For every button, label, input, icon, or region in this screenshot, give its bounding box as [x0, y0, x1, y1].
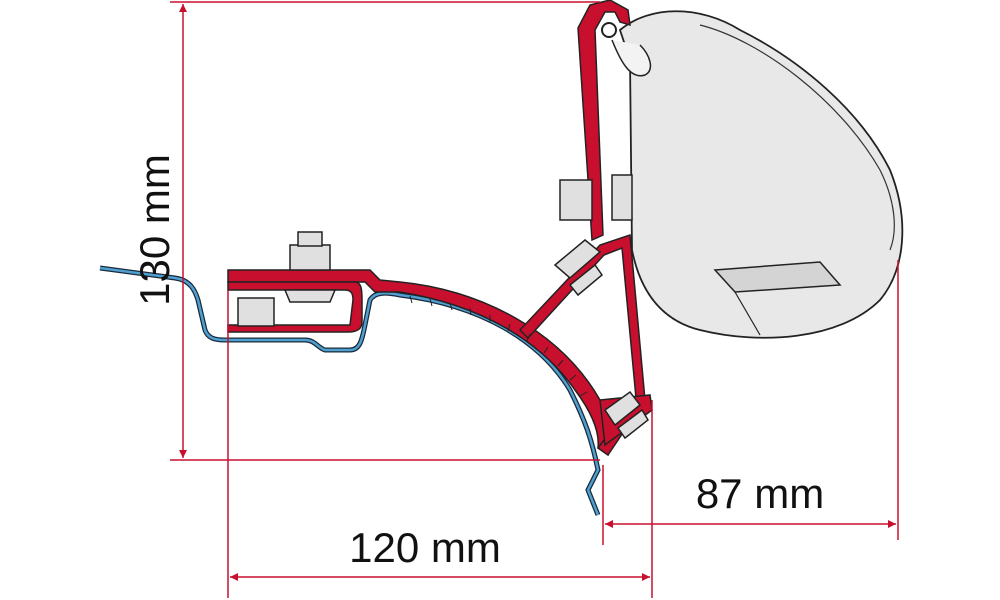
- clamp-lower-2: [616, 408, 649, 440]
- height-dimension-label: 130 mm: [131, 154, 178, 306]
- width-dimension-label: 120 mm: [349, 524, 501, 571]
- washer: [283, 289, 337, 303]
- offset-dimension-label: 87 mm: [695, 470, 825, 517]
- clamp-upper-2: [568, 263, 604, 297]
- bolts: [237, 174, 649, 440]
- bolt-head-upper: [559, 179, 593, 221]
- hook-pin: [601, 22, 617, 38]
- bolt-tip: [297, 231, 323, 247]
- clamp-lower: [603, 390, 642, 427]
- nut-upper: [611, 174, 633, 221]
- bolt-head: [289, 244, 331, 271]
- bracket-serration: [409, 295, 588, 397]
- clamp-upper: [553, 239, 602, 279]
- awning-housing: [611, 10, 904, 339]
- dimension-lines: [170, 1, 899, 598]
- nut: [237, 297, 275, 327]
- vehicle-roof-profile-fill: [99, 266, 600, 516]
- mounting-bracket: [227, 0, 653, 457]
